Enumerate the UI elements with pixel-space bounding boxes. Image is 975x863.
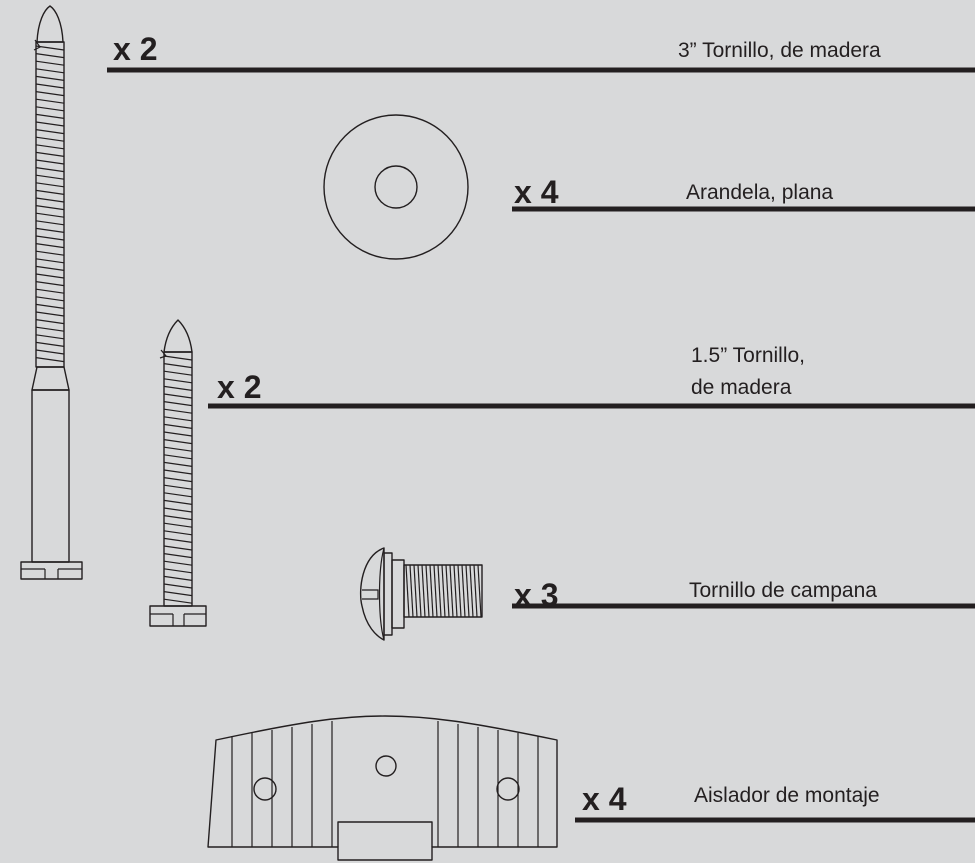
part-row-flat-washer: x 4 Arandela, plana	[512, 174, 975, 212]
part-name-label: Tornillo de campana	[689, 579, 877, 602]
quantity-label: x 2	[217, 369, 261, 405]
bell-screw-icon	[359, 547, 483, 641]
part-row-bell-screw: x 3 Tornillo de campana	[512, 577, 975, 613]
flat-washer-icon	[323, 114, 469, 260]
quantity-label: x 4	[582, 781, 627, 817]
part-name-label: Aislador de montaje	[694, 784, 880, 807]
isolator-ribs	[231, 721, 539, 847]
part-name-label-line-1: 1.5” Tornillo,	[691, 344, 805, 367]
long-wood-screw-icon	[20, 5, 83, 580]
part-name-label: Arandela, plana	[686, 181, 833, 204]
part-row-wood-screw-1-5in: x 2 1.5” Tornillo, de madera	[208, 344, 975, 409]
part-name-label-line-2: de madera	[691, 376, 792, 399]
short-wood-screw-icon	[149, 319, 207, 627]
part-name-label: 3” Tornillo, de madera	[678, 39, 881, 62]
screw-threads	[163, 355, 193, 604]
quantity-label: x 2	[113, 31, 157, 67]
quantity-label: x 4	[514, 174, 559, 210]
mount-isolator-icon	[207, 715, 558, 861]
part-row-mount-isolator: x 4 Aislador de montaje	[575, 781, 975, 823]
screw-threads	[405, 564, 482, 618]
part-row-wood-screw-3in: x 2 3” Tornillo, de madera	[107, 31, 975, 73]
screw-threads	[35, 45, 65, 363]
quantity-label: x 3	[514, 577, 558, 613]
